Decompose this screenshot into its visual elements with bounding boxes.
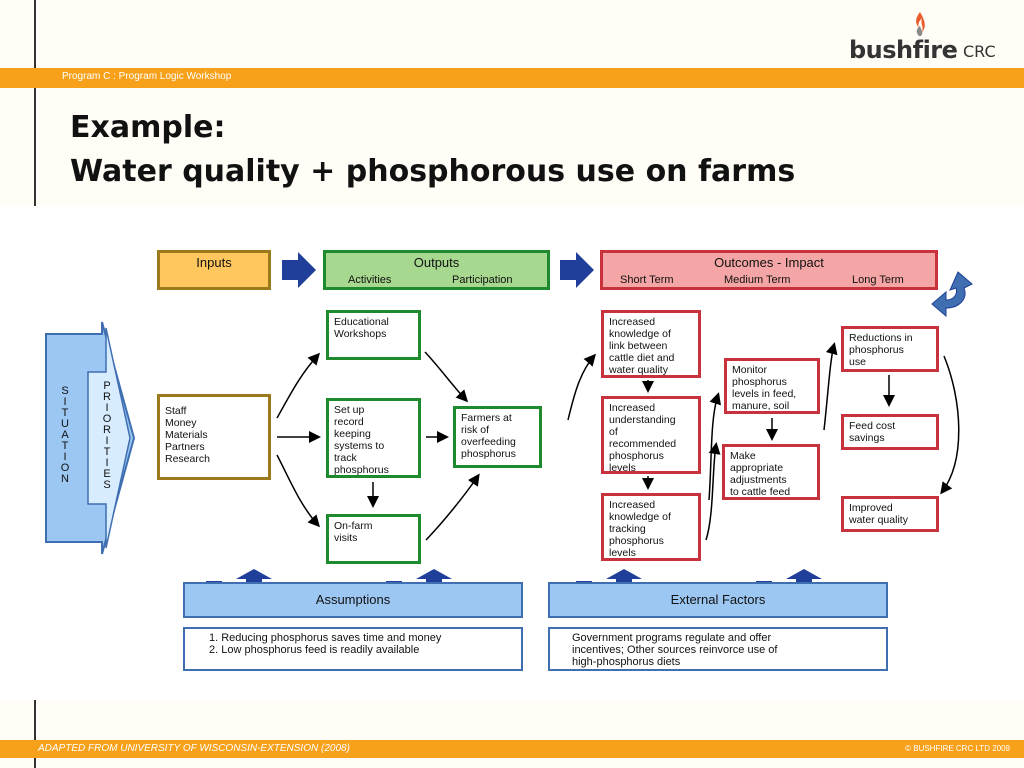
arrow-farmers-to-short (567, 353, 596, 421)
outputs-header: Outputs Activities Participation (323, 250, 550, 290)
arrow-visits-to-farmers (425, 473, 480, 541)
situation-priorities-graphic (45, 321, 136, 555)
external-factors-bar: External Factors (548, 582, 888, 618)
arrow-inputs-to-workshops (276, 352, 321, 419)
footer-copyright: © BUSHFIRE CRC LTD 2009 (905, 744, 1010, 753)
left-rule-bottom (34, 700, 36, 768)
outcomes-header: Outcomes - Impact Short Term Medium Term… (600, 250, 938, 290)
assumptions-list: 1. Reducing phosphorus saves time and mo… (183, 627, 523, 671)
left-rule-mid (34, 88, 36, 206)
footer-bar: ADAPTED FROM UNIVERSITY OF WISCONSIN-EXT… (0, 740, 1024, 758)
header-bar: Program C : Program Logic Workshop (0, 68, 1024, 88)
arrow-long-to-water (940, 355, 960, 495)
arrow-inputs-to-visits (276, 454, 321, 528)
logo-wordmark: bushfire (849, 36, 958, 64)
slide-title-line2: Water quality + phosphorous use on farms (70, 154, 796, 189)
header-bar-text: Program C : Program Logic Workshop (62, 71, 232, 82)
external-factors-text: Government programs regulate and offer i… (548, 627, 888, 671)
left-rule-top (34, 0, 36, 68)
arrow-short-to-medium-upper (708, 392, 721, 501)
arrow-medium-to-long (823, 342, 838, 431)
inputs-header: Inputs (157, 250, 271, 290)
slide-title-line1: Example: (70, 110, 226, 145)
logo-suffix: CRC (963, 42, 996, 61)
assumptions-bar: Assumptions (183, 582, 523, 618)
arrow-short-to-medium-lower (705, 442, 721, 541)
arrow-workshops-to-farmers (424, 351, 469, 403)
arrow-right-icon (282, 252, 316, 288)
flame-icon (916, 12, 925, 36)
footer-credit: ADAPTED FROM UNIVERSITY OF WISCONSIN-EXT… (38, 743, 350, 754)
feedback-loop-icon (931, 271, 973, 318)
arrow-right-icon (560, 252, 594, 288)
